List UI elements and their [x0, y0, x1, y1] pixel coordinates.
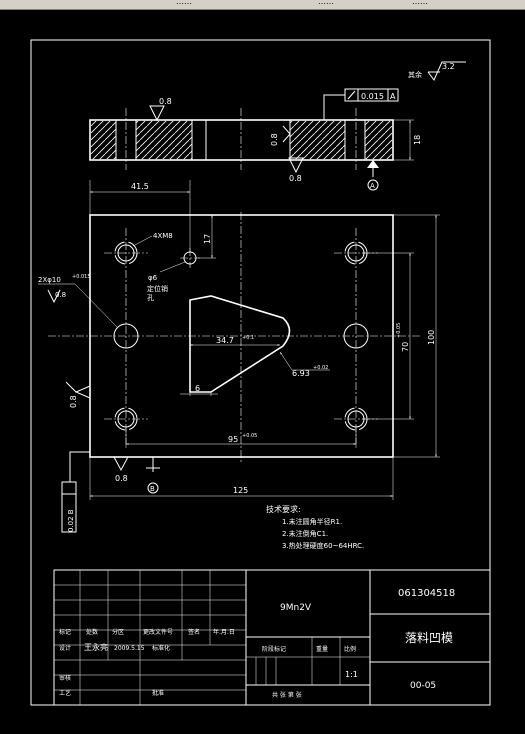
dim-95: 95 [228, 435, 238, 444]
section-outline [89, 119, 394, 161]
h-mark: 标记 [59, 628, 71, 636]
reviewer-role: 审核 [59, 674, 71, 682]
dim-41-5: 41.5 [131, 182, 149, 191]
dim-17: 17 [203, 234, 212, 244]
dim-6-93-tol: +0.02 [313, 365, 328, 371]
h-change-doc: 更改文件号 [143, 628, 173, 636]
tech-req-3: 3.热处理硬度60~64HRC. [282, 541, 364, 550]
h-zone: 分区 [112, 628, 124, 636]
dim-34-7-tol: +0.1 [242, 335, 254, 341]
plan-view: 41.5 4XM8 17 φ6 定位销 孔 2Xφ10 +0.015 0.8 3… [38, 180, 440, 533]
toolbar-tab[interactable]: …… [318, 0, 334, 6]
flatness-value: 0.015 [361, 92, 384, 101]
flatness-frame [344, 88, 399, 102]
tech-req-title: 技术要求: [266, 504, 301, 514]
process-role: 工艺 [59, 689, 71, 697]
roughness-bottom: 0.8 [289, 174, 302, 183]
pin-hole-dia: φ6 [148, 274, 158, 282]
thickness-dim: 18 [413, 135, 422, 145]
part-name: 落料凹模 [405, 631, 453, 645]
dowel-hole [343, 323, 369, 349]
rest-roughness-value: 3.2 [442, 62, 455, 71]
m8-hole [117, 410, 135, 428]
dowel-tol: +0.015 [72, 274, 91, 280]
approve-role: 批准 [152, 689, 164, 697]
material: 9Mn2V [280, 603, 312, 613]
roughness-bottom-left: 0.8 [115, 474, 128, 483]
perpendicularity-value: 0.02 B [67, 509, 75, 532]
tech-req-1: 1.未注圆角半径R1. [282, 517, 342, 526]
sheet-info: 共 张 第 张 [272, 691, 302, 699]
die-opening [189, 295, 291, 393]
roughness-top-left: 0.8 [159, 97, 172, 106]
dowel-callout: 2Xφ10 [38, 276, 61, 284]
weight-label: 重量 [316, 645, 328, 653]
tech-req-2: 2.未注倒角C1. [282, 529, 328, 538]
dowel-roughness: 0.8 [55, 291, 66, 299]
design-date: 2009.5.15 [114, 645, 145, 652]
dim-95-tol: +0.05 [242, 433, 257, 439]
dim-70-tol: +0.05 [396, 323, 402, 338]
toolbar-tab[interactable]: …… [412, 0, 428, 6]
stage-mark: 阶段标记 [262, 645, 286, 653]
m8-hole [117, 244, 135, 262]
scale-label: 比例 [344, 645, 356, 653]
h-count: 处数 [86, 628, 98, 636]
roughness-side: 0.8 [270, 133, 279, 146]
dowel-hole [113, 323, 139, 349]
drawing-canvas: 其余 3.2 0.8 [30, 39, 491, 706]
datum-b: B [150, 485, 155, 493]
designer-role: 设计 [59, 644, 71, 652]
roughness-symbol [427, 61, 466, 81]
toolbar-strip: …… …… …… [0, 0, 525, 10]
pin-hole-note-1: 定位销 [147, 284, 168, 293]
section-view: 0.8 0.015 A 0.8 0.8 18 A [89, 88, 422, 191]
dim-6: 6 [195, 384, 200, 393]
pin-hole-note-2: 孔 [147, 294, 154, 302]
dim-70: 70 [401, 342, 410, 352]
h-date: 年.月.日 [213, 628, 235, 636]
h-sign: 签名 [188, 628, 200, 636]
dim-34-7: 34.7 [216, 336, 234, 345]
rest-roughness-label: 其余 [408, 70, 422, 79]
scale-value: 1:1 [345, 670, 358, 679]
dim-125: 125 [233, 486, 248, 495]
standardize-role: 标准化 [152, 644, 170, 652]
drawing-number: 061304518 [398, 588, 455, 599]
designer-name: 王永亮 [84, 642, 108, 652]
dim-100: 100 [427, 330, 436, 345]
toolbar-tab[interactable]: …… [176, 0, 192, 6]
m8-callout: 4XM8 [153, 232, 173, 240]
revision-code: 00-05 [410, 681, 436, 691]
title-block: 标记 处数 分区 更改文件号 签名 年.月.日 设计 王永亮 2009.5.15… [53, 569, 491, 706]
roughness-left-side: 0.8 [69, 395, 78, 408]
datum-a: A [370, 182, 375, 190]
flatness-datum: A [390, 92, 396, 101]
dim-6-93: 6.93 [292, 369, 310, 378]
perpendicularity-frame [61, 481, 77, 533]
